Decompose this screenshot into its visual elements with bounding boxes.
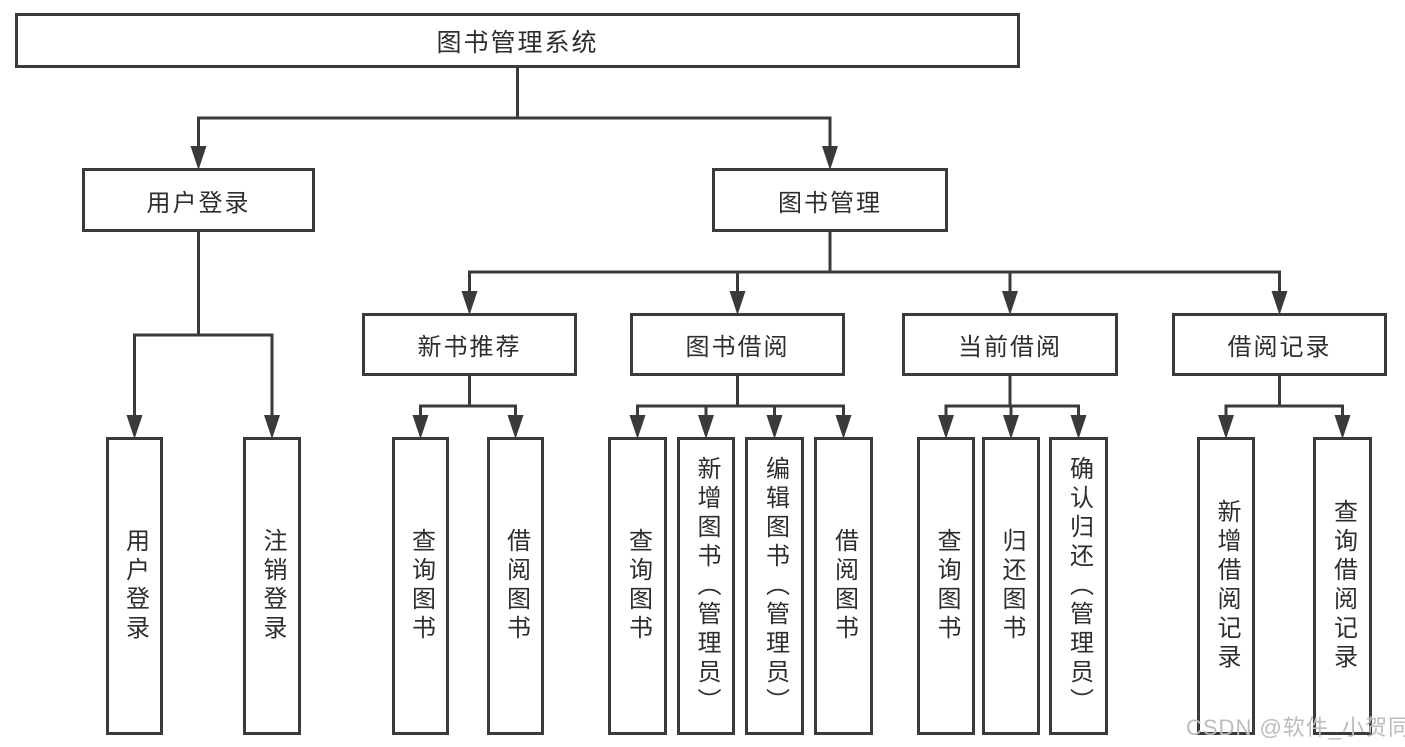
node-login: 用户登录 — [82, 168, 315, 232]
node-records-add-label: 新增借阅记录 — [1213, 499, 1240, 673]
node-root-label: 图书管理系统 — [436, 28, 599, 57]
node-current-confirm-label: 确认归还（管理员） — [1065, 455, 1093, 717]
node-newbook-label: 新书推荐 — [417, 334, 522, 361]
node-current-label: 当前借阅 — [958, 334, 1062, 361]
node-borrow-lend-label: 借阅图书 — [830, 528, 858, 644]
node-login-user-label: 用户登录 — [121, 528, 149, 644]
node-login-label: 用户登录 — [146, 189, 251, 217]
node-borrow-query: 查询图书 — [608, 437, 667, 735]
node-records: 借阅记录 — [1172, 313, 1387, 376]
node-current-query-label: 查询图书 — [933, 528, 960, 644]
node-current: 当前借阅 — [902, 313, 1118, 376]
node-borrow-edit-label: 编辑图书（管理员） — [761, 455, 789, 717]
node-borrow-edit: 编辑图书（管理员） — [745, 437, 804, 735]
node-newbook-query-label: 查询图书 — [407, 528, 435, 644]
node-current-return-label: 归还图书 — [998, 528, 1025, 644]
node-mgmt-label: 图书管理 — [778, 189, 882, 217]
node-records-query-label: 查询借阅记录 — [1329, 499, 1357, 673]
node-root: 图书管理系统 — [15, 13, 1020, 68]
node-borrow-add-label: 新增图书（管理员） — [693, 455, 720, 717]
node-login-logout: 注销登录 — [243, 437, 301, 735]
node-records-query: 查询借阅记录 — [1313, 437, 1372, 735]
node-newbook-borrow-label: 借阅图书 — [502, 528, 530, 644]
node-login-user: 用户登录 — [106, 437, 163, 735]
node-borrow: 图书借阅 — [630, 313, 845, 376]
node-login-logout-label: 注销登录 — [259, 528, 286, 644]
node-borrow-label: 图书借阅 — [685, 334, 790, 361]
node-borrow-query-label: 查询图书 — [624, 528, 652, 644]
node-borrow-lend: 借阅图书 — [814, 437, 873, 735]
node-records-add: 新增借阅记录 — [1197, 437, 1255, 735]
node-borrow-add: 新增图书（管理员） — [677, 437, 735, 735]
node-newbook-borrow: 借阅图书 — [487, 437, 544, 735]
node-newbook-query: 查询图书 — [392, 437, 449, 735]
node-records-label: 借阅记录 — [1227, 334, 1332, 361]
node-current-query: 查询图书 — [917, 437, 975, 735]
node-newbook: 新书推荐 — [362, 313, 577, 376]
watermark: CSDN @软件_小贺同学 — [1186, 715, 1405, 740]
node-current-confirm: 确认归还（管理员） — [1049, 437, 1108, 735]
node-current-return: 归还图书 — [982, 437, 1040, 735]
node-mgmt: 图书管理 — [712, 168, 948, 232]
